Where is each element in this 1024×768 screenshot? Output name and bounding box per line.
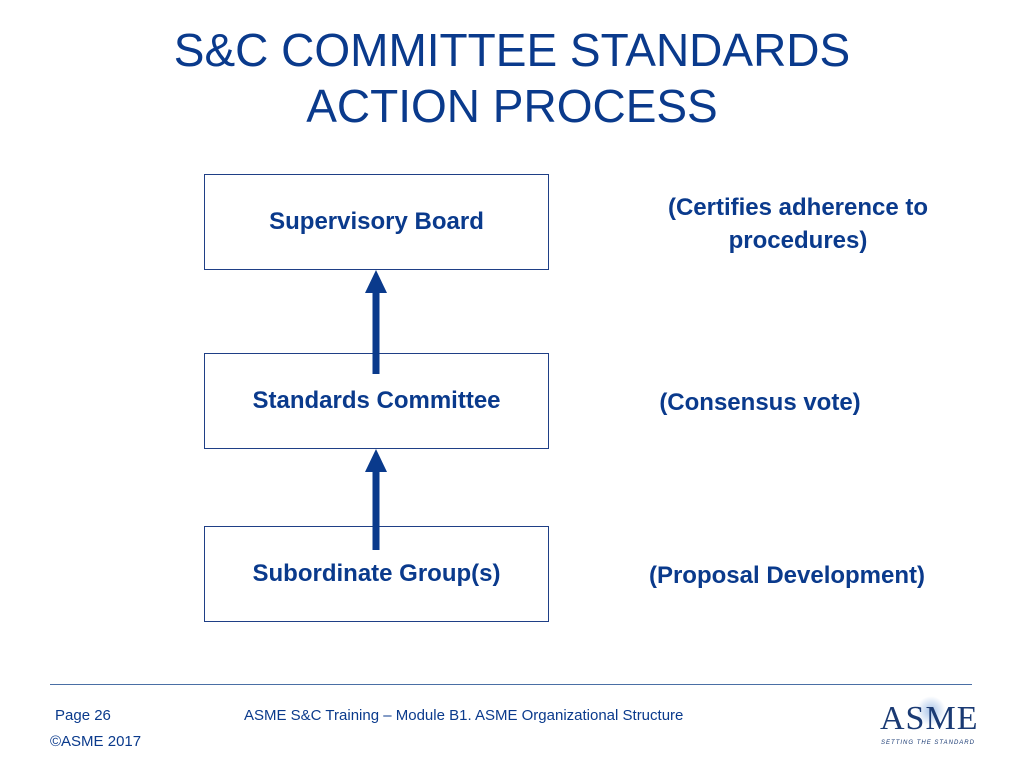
supervisory-board-label: Supervisory Board xyxy=(269,208,484,235)
logo-tagline: SETTING THE STANDARD xyxy=(881,740,975,746)
standards-note-text: (Consensus vote) xyxy=(659,389,861,416)
page-title: S&C COMMITTEE STANDARDS ACTION PROCESS xyxy=(0,22,1024,134)
subordinate-groups-label: Subordinate Group(s) xyxy=(252,560,501,587)
footer-divider xyxy=(50,684,972,685)
title-line-1: S&C COMMITTEE STANDARDS xyxy=(173,24,851,76)
supervisory-board-note: (Certifies adherence to procedures) xyxy=(628,191,968,257)
footer-course-title: ASME S&C Training – Module B1. ASME Orga… xyxy=(244,707,684,724)
arrow-to-standards-committee-head xyxy=(365,449,387,472)
supervisory-note-line-2: procedures) xyxy=(728,227,868,254)
subordinate-groups-note: (Proposal Development) xyxy=(612,559,962,592)
logo-wordmark: ASME xyxy=(880,700,979,737)
title-line-2: ACTION PROCESS xyxy=(306,80,718,132)
subordinate-note-text: (Proposal Development) xyxy=(648,562,926,589)
footer-page-number: Page 26 xyxy=(55,707,111,724)
supervisory-board-box: Supervisory Board xyxy=(204,174,549,270)
logo-glow xyxy=(916,696,946,726)
standards-committee-note: (Consensus vote) xyxy=(630,386,890,419)
subordinate-groups-box: Subordinate Group(s) xyxy=(204,526,549,622)
asme-logo: ASME SETTING THE STANDARD xyxy=(880,696,979,752)
arrow-to-supervisory-board-head xyxy=(365,270,387,293)
standards-committee-label: Standards Committee xyxy=(252,387,501,414)
footer-copyright: ©ASME 2017 xyxy=(50,733,142,750)
supervisory-note-line-1: (Certifies adherence to xyxy=(667,194,929,221)
standards-committee-box: Standards Committee xyxy=(204,353,549,449)
